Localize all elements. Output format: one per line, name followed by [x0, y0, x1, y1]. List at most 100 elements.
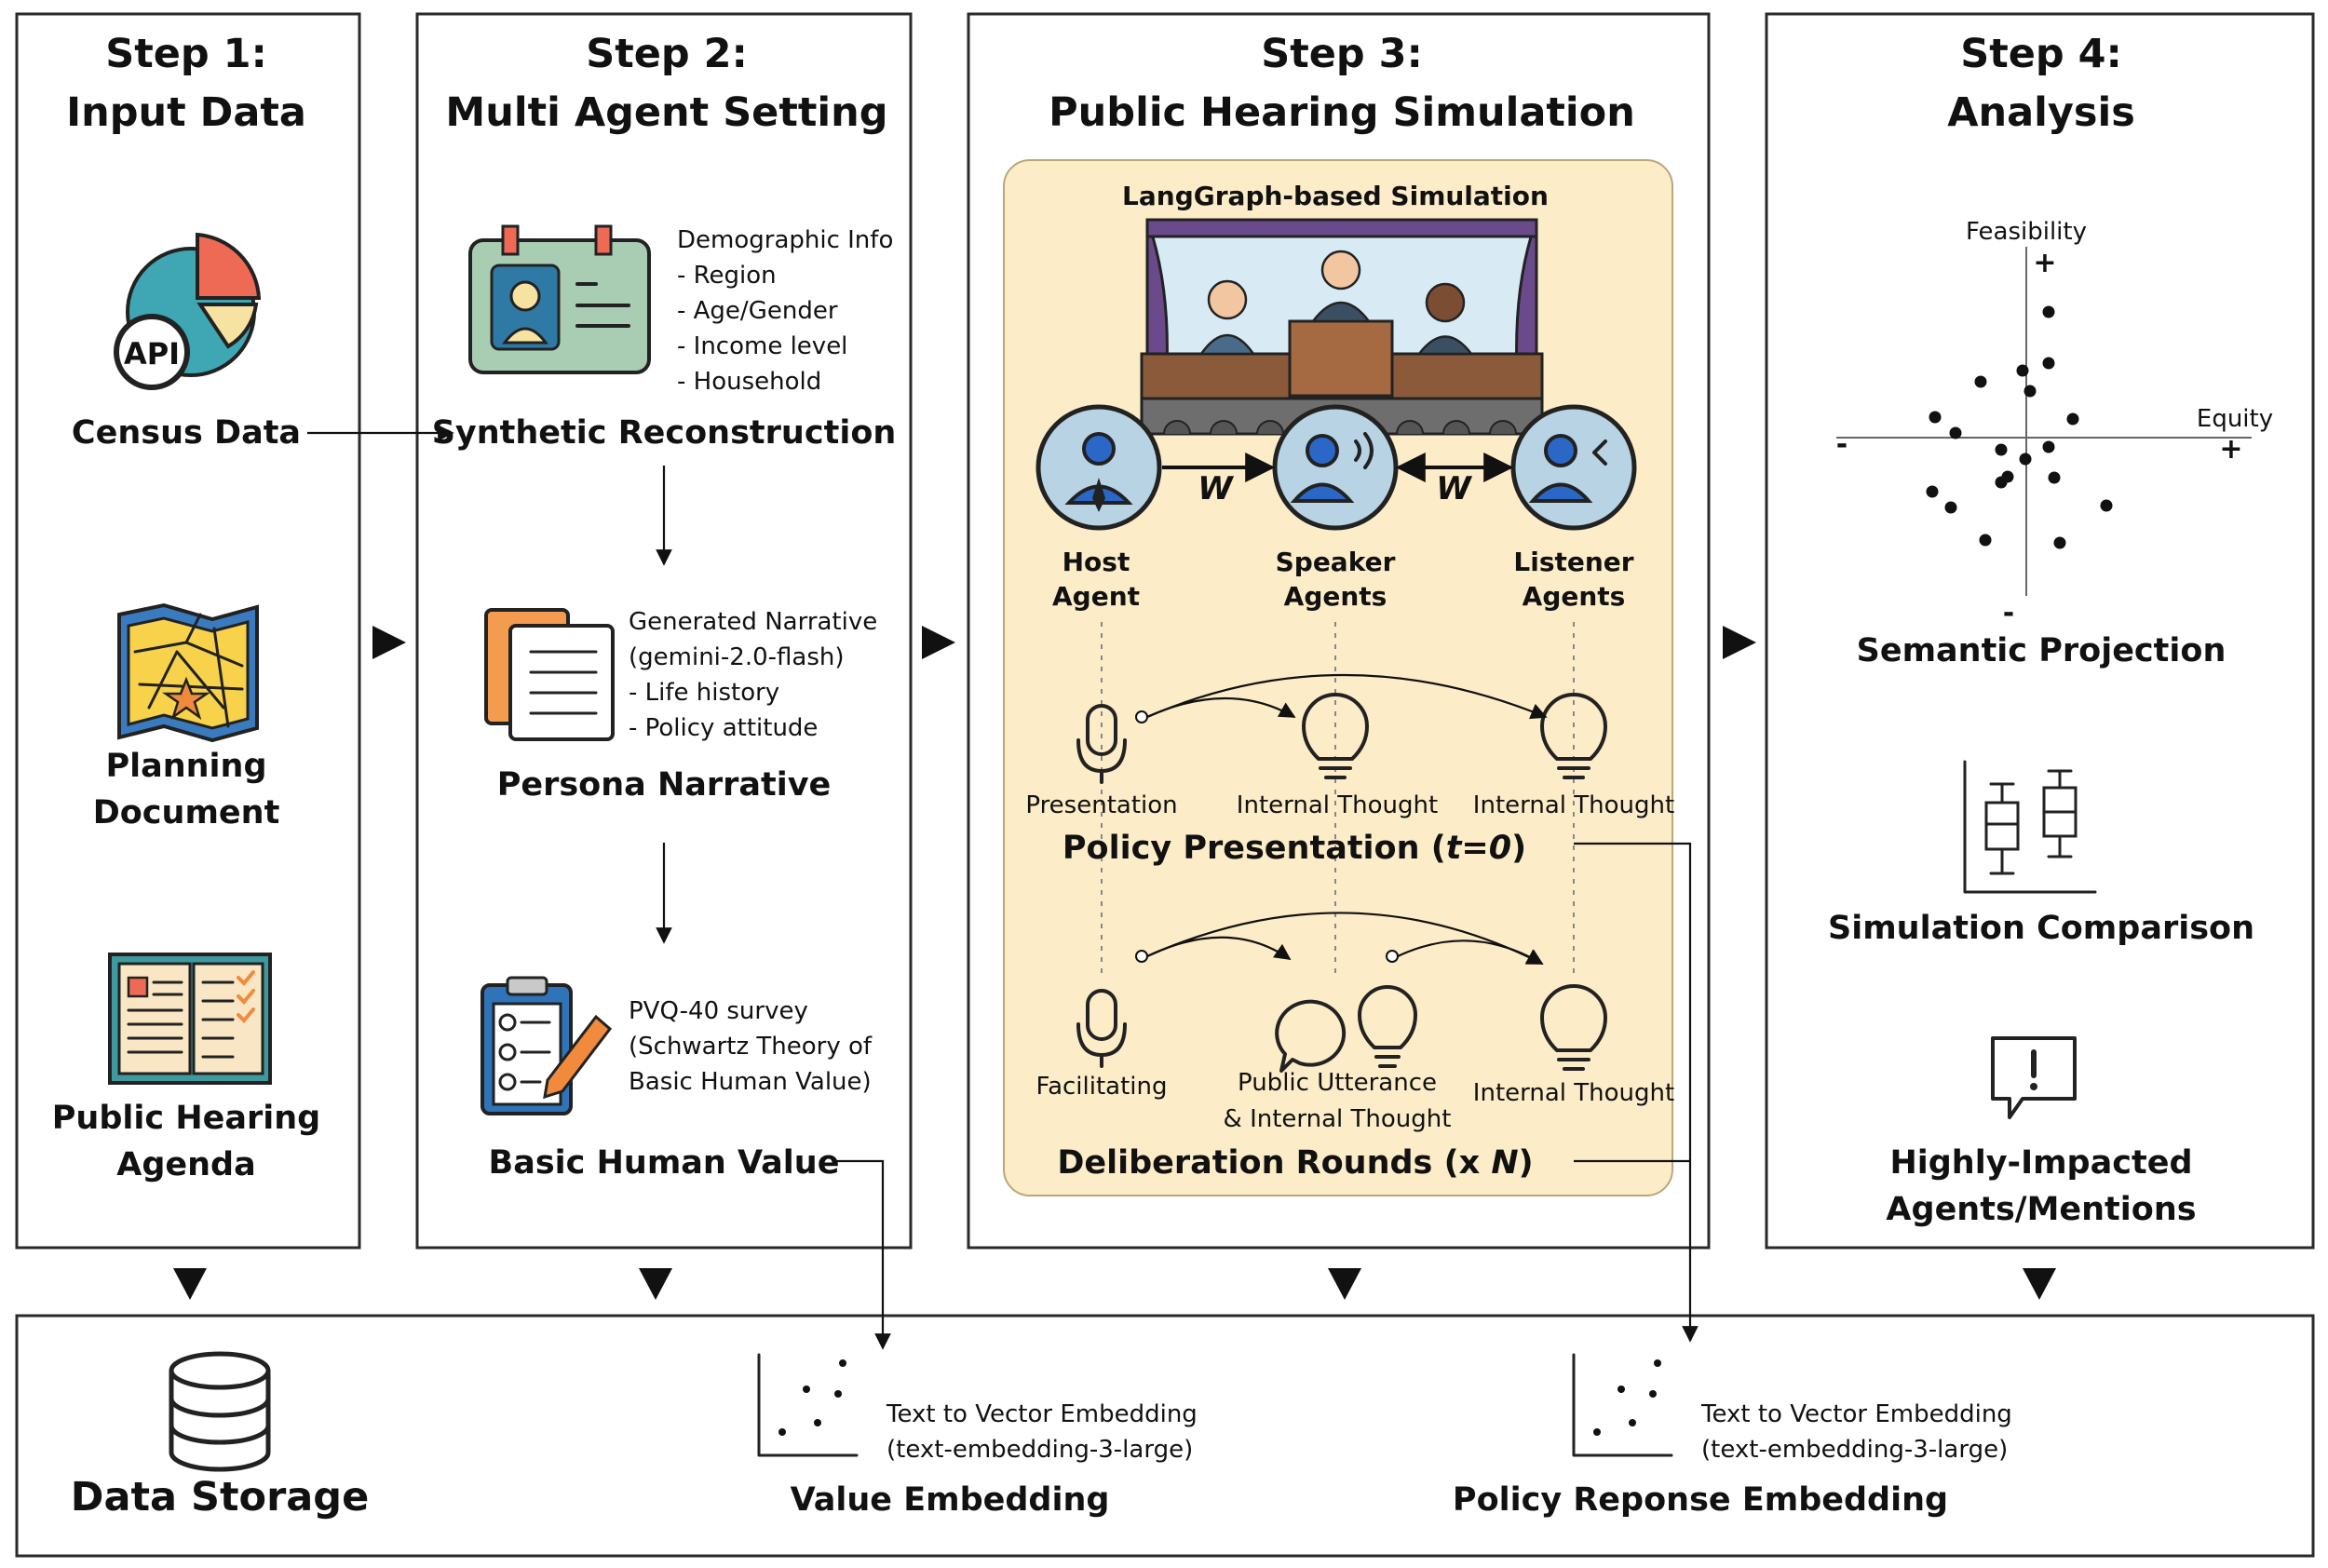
down-arrow-2: [639, 1268, 672, 1300]
flow-arrow-2-3: [922, 626, 955, 659]
narrative-line-1: (gemini-2.0-flash): [629, 643, 845, 671]
down-arrow-3: [1328, 1268, 1361, 1300]
speech-bubble-icon: [1275, 999, 1347, 1073]
public-utterance-line2: & Internal Thought: [1224, 1105, 1452, 1133]
scatter-point-18: [2053, 536, 2066, 549]
semantic-scatter-plot: [1836, 247, 2252, 596]
scatter-point-13: [2048, 471, 2061, 484]
boxplot-icon: [1963, 760, 2097, 894]
policy-embedding-scatter-icon: [1572, 1353, 1673, 1457]
speaker-origin-dot: [1386, 950, 1399, 963]
database-icon: [169, 1351, 271, 1472]
facilitating-microphone-icon: [1076, 989, 1127, 1068]
down-arrow-1: [173, 1268, 207, 1300]
policy-presentation-pre: Policy Presentation (: [1062, 830, 1446, 867]
y-axis-plus: +: [2033, 247, 2056, 279]
listener-label-line1: Listener: [1513, 547, 1633, 577]
step4-panel: [1765, 12, 2315, 1250]
microphone-icon: [1076, 704, 1127, 784]
y-axis-minus: -: [2003, 597, 2014, 629]
persona-narrative-label: Persona Narrative: [497, 766, 832, 804]
policy-embedding-label: Policy Reponse Embedding: [1453, 1481, 1948, 1519]
policy-presentation-t: t=0: [1446, 830, 1511, 867]
policy-presentation-post: ): [1511, 830, 1526, 867]
scatter-point-7: [1949, 426, 1962, 439]
step3-title-line2: Public Hearing Simulation: [1049, 89, 1635, 136]
speaker-agents-icon: [1272, 404, 1399, 531]
weight-label-host-speaker: W: [1198, 470, 1234, 507]
value-embed-line1: Text to Vector Embedding: [886, 1400, 1198, 1428]
demographic-info-list: Demographic Info - Region - Age/Gender -…: [677, 226, 893, 396]
deliberation-pre: Deliberation Rounds (x: [1057, 1144, 1491, 1182]
step1-title-line2: Input Data: [66, 89, 306, 136]
hearing-scene-illustration: [1140, 218, 1544, 436]
scatter-point-8: [2042, 440, 2055, 453]
step1-title-line1: Step 1:: [105, 31, 267, 77]
step4-title-line2: Analysis: [1947, 89, 2135, 136]
speaker-to-listener-arrow: [1397, 939, 1544, 965]
scatter-point-3: [1974, 375, 1987, 388]
demo-line-2: - Age/Gender: [677, 297, 838, 325]
value-embed-line2: (text-embedding-3-large): [887, 1436, 1193, 1464]
id-card-icon: [468, 224, 651, 374]
x-axis-plus: +: [2219, 433, 2242, 466]
facilitating-origin-dot: [1135, 950, 1148, 963]
langgraph-label: LangGraph-based Simulation: [1122, 181, 1549, 211]
step3-title-line1: Step 3:: [1261, 31, 1423, 77]
agenda-line1: Public Hearing: [52, 1100, 320, 1137]
scatter-point-12: [1926, 485, 1939, 498]
scatter-point-2: [2016, 364, 2029, 377]
narrative-line-3: - Policy attitude: [629, 714, 818, 742]
value-to-embedding-connector: [833, 1159, 891, 1350]
lightbulb-icon-utterance: [1358, 985, 1417, 1068]
internal-thought-listener-label: Internal Thought: [1473, 791, 1674, 819]
clipboard-icon: [480, 976, 613, 1115]
host-agent-icon: [1035, 404, 1162, 531]
y-axis-label: Feasibility: [1966, 218, 2087, 246]
scatter-points: [1926, 305, 2113, 549]
scatter-point-17: [1979, 534, 1992, 547]
pvq-line-0: PVQ-40 survey: [629, 997, 808, 1025]
synthetic-reconstruction-label: Synthetic Reconstruction: [432, 414, 897, 452]
data-storage-label: Data Storage: [71, 1474, 369, 1521]
flow-arrow-1-2: [372, 626, 406, 659]
scatter-point-5: [1929, 411, 1942, 424]
demo-line-4: - Household: [677, 368, 821, 396]
x-axis-label: Equity: [2197, 405, 2273, 433]
bottom-panel: [15, 1314, 2315, 1558]
lightbulb-icon-speaker: [1302, 693, 1369, 779]
semantic-projection-label: Semantic Projection: [1857, 632, 2226, 669]
lightbulb-icon-listener: [1540, 693, 1607, 779]
value-embedding-label: Value Embedding: [791, 1481, 1110, 1519]
scatter-point-10: [2019, 453, 2032, 466]
deliberation-rounds-label: Deliberation Rounds (x N): [1057, 1144, 1533, 1182]
step2-title-line2: Multi Agent Setting: [445, 89, 887, 136]
narrative-line-2: - Life history: [629, 679, 779, 707]
impacted-line2: Agents/Mentions: [1886, 1191, 2196, 1228]
scatter-point-0: [2042, 305, 2055, 318]
pvq-line-2: Basic Human Value): [629, 1068, 872, 1096]
policy-presentation-connector: [1574, 842, 1699, 1343]
speaker-label-line1: Speaker: [1276, 547, 1396, 577]
policy-presentation-label: Policy Presentation (t=0): [1062, 830, 1526, 867]
flow-arrow-3-4: [1723, 626, 1756, 659]
generated-narrative-list: Generated Narrative (gemini-2.0-flash) -…: [629, 608, 877, 742]
deliberation-post: ): [1519, 1144, 1534, 1182]
step2-title-line1: Step 2:: [586, 31, 748, 77]
pvq-line-1: (Schwartz Theory of: [629, 1033, 873, 1061]
scatter-point-9: [1995, 443, 2008, 456]
planning-line1: Planning: [105, 748, 266, 785]
narrative-line-0: Generated Narrative: [629, 608, 877, 636]
scatter-point-6: [2066, 412, 2079, 426]
deliberation-n: N: [1491, 1144, 1518, 1182]
api-label: API: [124, 336, 180, 372]
demo-line-0: Demographic Info: [677, 226, 893, 254]
scatter-point-16: [2100, 499, 2113, 512]
planning-map-icon: [117, 602, 259, 743]
lightbulb-icon-deliberation-listener: [1540, 984, 1607, 1071]
listener-agents-icon: [1510, 404, 1637, 531]
alert-chat-icon: [1991, 1036, 2077, 1119]
census-pie-icon: API: [114, 232, 262, 390]
basic-human-value-label: Basic Human Value: [489, 1144, 840, 1182]
demo-line-1: - Region: [677, 262, 777, 290]
